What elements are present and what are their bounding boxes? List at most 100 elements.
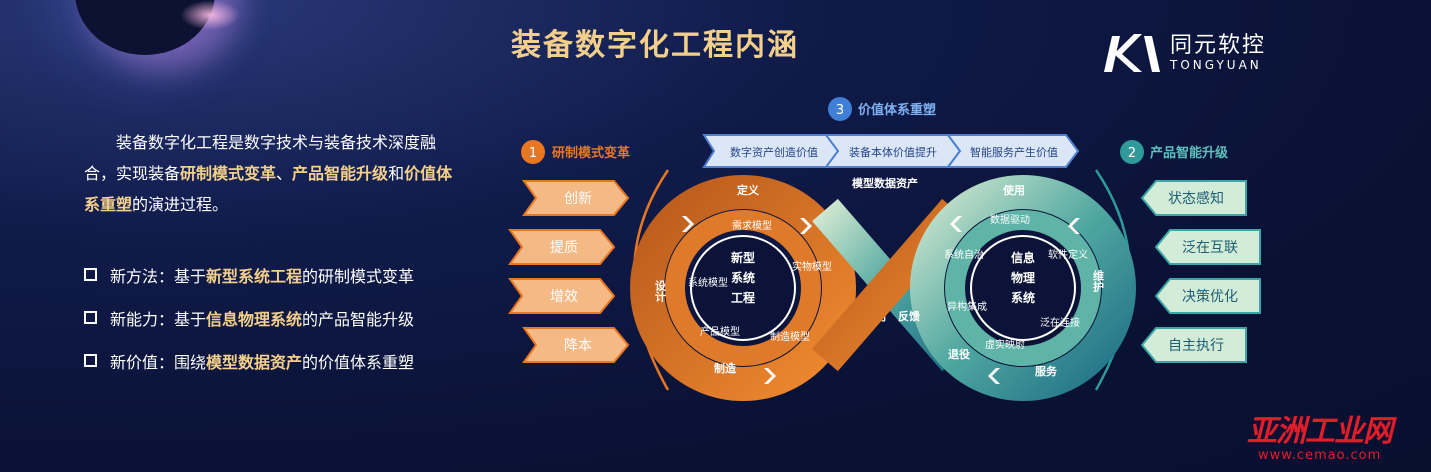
- bullet-suffix: 的产品智能升级: [302, 309, 415, 329]
- right-tag: 泛在互联: [1154, 229, 1261, 265]
- right-tag-label: 决策优化: [1182, 288, 1238, 305]
- intro-keyword-2: 产品智能升级: [292, 164, 389, 183]
- banner-label: 数字资产创造价值: [730, 145, 818, 159]
- feature-ubiquitous-link: 泛在连接: [1040, 316, 1080, 329]
- right-core: [970, 235, 1076, 341]
- feature-heterogeneous: 异构集成: [947, 300, 987, 313]
- square-bullet-icon: [84, 268, 97, 281]
- model-requirements: 需求模型: [732, 219, 772, 232]
- banner-label: 装备本体价值提升: [849, 145, 937, 159]
- stage-define: 定义: [737, 183, 760, 197]
- right-tag-label: 状态感知: [1168, 190, 1224, 207]
- top-banner: 数字资产创造价值: [702, 134, 846, 168]
- feature-data-driven: 数据驱动: [990, 213, 1030, 226]
- stage-design: 设计: [654, 279, 667, 303]
- top-banner: 智能服务产生价值: [946, 134, 1080, 168]
- bullet-keyword: 新型系统工程: [206, 266, 303, 286]
- chevron-left-icon: [988, 368, 1000, 384]
- square-bullet-icon: [84, 354, 97, 367]
- right-core-text: 系统: [1011, 290, 1035, 305]
- bullet-keyword: 信息物理系统: [206, 309, 303, 329]
- model-physical: 实物模型: [792, 260, 832, 273]
- chevron-right-icon: [682, 216, 694, 232]
- right-tag: 状态感知: [1140, 180, 1247, 216]
- model-data-asset-label: 模型数据资产: [852, 176, 918, 190]
- left-tag-label: 增效: [550, 289, 578, 305]
- page-title: 装备数字化工程内涵: [511, 28, 799, 63]
- left-outer-ring: [630, 175, 856, 401]
- infinity-diagram: 1 研制模式变革 3 价值体系重塑 2 产品智能升级 数字资产创造价值 装备本体…: [508, 97, 1261, 401]
- left-tag: 提质: [508, 229, 616, 265]
- section-2-label: 产品智能升级: [1150, 145, 1229, 161]
- chevron-left-icon: [1068, 218, 1080, 234]
- feature-virtual-mapping: 虚实映射: [985, 338, 1025, 351]
- chevron-right-icon: [800, 218, 812, 234]
- square-bullet-icon: [84, 311, 97, 324]
- left-core: [690, 235, 796, 341]
- intro-text-1: 装备数字化工程是数字技术与装备技术深度融合，实现装备: [84, 133, 437, 183]
- left-core-text: 新型: [731, 250, 755, 265]
- left-tag: 创新: [522, 180, 630, 216]
- bullet-keyword: 模型数据资产: [206, 352, 303, 372]
- brand-logo: 同元软控 TONGYUAN: [1100, 28, 1266, 78]
- right-tag: 决策优化: [1154, 278, 1261, 314]
- section-1-label: 研制模式变革: [552, 145, 630, 161]
- right-loop: 信息 物理 系统 使用 维护 服务 退役 反馈 数据驱动 软件定义 泛在连接 虚…: [898, 175, 1136, 401]
- section-2-number: 2: [1128, 146, 1136, 161]
- intro-keyword-3: 价值体系重塑: [84, 164, 453, 214]
- model-system: 系统模型: [688, 276, 728, 289]
- watermark-text: 亚洲工业网: [1247, 414, 1393, 449]
- stage-maintain: 维护: [1092, 269, 1105, 293]
- bullet-item: 新价值：围绕模型数据资产的价值体系重塑: [84, 339, 484, 382]
- section-2-badge: [1120, 140, 1144, 164]
- stage-manufacture: 制造: [714, 361, 737, 375]
- model-product: 产品模型: [700, 325, 740, 338]
- intro-text-4: 的演进过程。: [132, 195, 229, 214]
- stage-retire: 退役: [948, 347, 970, 361]
- chevron-left-icon: [950, 216, 962, 232]
- right-core-text: 物理: [1011, 270, 1035, 285]
- bullet-prefix: 新能力：基于: [110, 309, 207, 329]
- planet-glow: [180, 0, 240, 30]
- left-core-text: 工程: [731, 290, 755, 305]
- left-inner-ring: [665, 210, 821, 366]
- stage-feedback: 反馈: [898, 309, 920, 323]
- feature-autonomy: 系统自治: [944, 248, 984, 261]
- section-3-label: 价值体系重塑: [858, 102, 936, 118]
- bullet-prefix: 新价值：围绕: [110, 352, 207, 372]
- stage-service: 服务: [1035, 364, 1058, 378]
- right-core-text: 信息: [1011, 250, 1035, 265]
- bullet-item: 新方法：基于新型系统工程的研制模式变革: [84, 253, 484, 296]
- intro-text-3: 和: [388, 164, 405, 183]
- ring-chevrons: [682, 216, 1080, 384]
- logo-english-name: TONGYUAN: [1170, 58, 1262, 72]
- intro-text-2: 、: [276, 164, 293, 183]
- stage-use: 使用: [1002, 183, 1025, 197]
- intro-paragraph: 装备数字化工程是数字技术与装备技术深度融合，实现装备研制模式变革、产品智能升级和…: [84, 127, 464, 220]
- section-3-number: 3: [836, 103, 844, 118]
- bullet-item: 新能力：基于信息物理系统的产品智能升级: [84, 296, 484, 339]
- watermark-url: www.cemao.com: [1258, 448, 1382, 463]
- left-core-text: 系统: [731, 270, 755, 285]
- top-banner: 装备本体价值提升: [824, 134, 962, 168]
- chevron-right-icon: [764, 368, 776, 384]
- left-tag: 降本: [522, 327, 630, 363]
- feature-software-defined: 软件定义: [1048, 248, 1088, 261]
- right-tag: 自主执行: [1140, 327, 1247, 363]
- section-1-number: 1: [529, 146, 537, 161]
- left-loop: 新型 系统 工程 定义 设计 制造 试验 交付 需求模型 系统模型 实物模型 产…: [630, 175, 887, 401]
- bullet-list: 新方法：基于新型系统工程的研制模式变革 新能力：基于信息物理系统的产品智能升级 …: [84, 253, 484, 382]
- right-inner-ring: [945, 210, 1101, 366]
- right-tag-label: 泛在互联: [1182, 240, 1238, 256]
- bullet-prefix: 新方法：基于: [110, 266, 207, 286]
- left-tag-label: 提质: [550, 240, 578, 256]
- intro-keyword-1: 研制模式变革: [180, 164, 277, 183]
- logo-chinese-name: 同元软控: [1170, 33, 1267, 58]
- model-manufacturing: 制造模型: [770, 330, 810, 343]
- left-tag-label: 创新: [564, 191, 592, 207]
- section-1-badge: [521, 140, 545, 164]
- tongyuan-logo-icon: [1104, 34, 1160, 72]
- bullet-suffix: 的研制模式变革: [302, 266, 415, 286]
- bullet-suffix: 的价值体系重塑: [302, 352, 415, 372]
- left-tag-label: 降本: [564, 338, 592, 354]
